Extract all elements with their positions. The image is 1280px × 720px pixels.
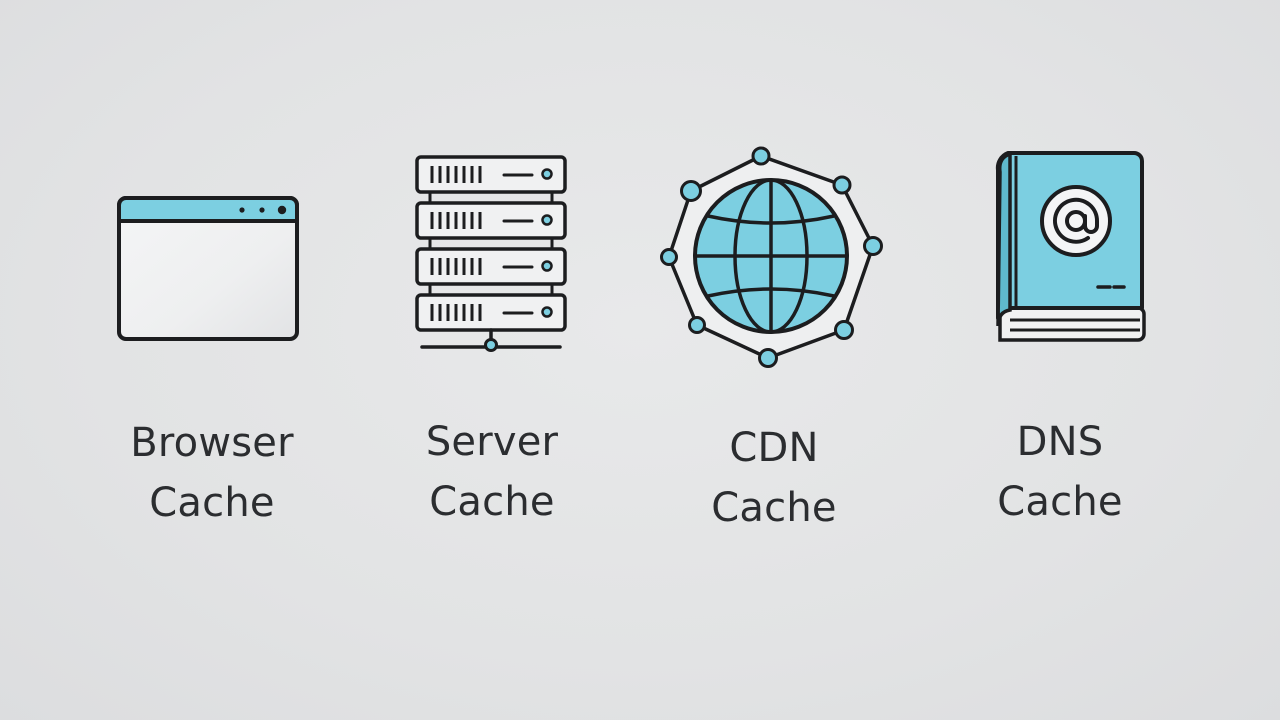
browser-window-icon xyxy=(117,196,299,341)
browser-cache-label: Browser Cache xyxy=(130,420,294,526)
server-cache-label: Server Cache xyxy=(425,419,559,525)
cdn-cache-label: CDN Cache xyxy=(711,425,837,531)
dns-cache-label: DNS Cache xyxy=(997,419,1123,525)
server-rack-icon xyxy=(415,155,567,352)
address-book-icon xyxy=(995,151,1146,342)
globe-network-icon xyxy=(660,146,883,368)
